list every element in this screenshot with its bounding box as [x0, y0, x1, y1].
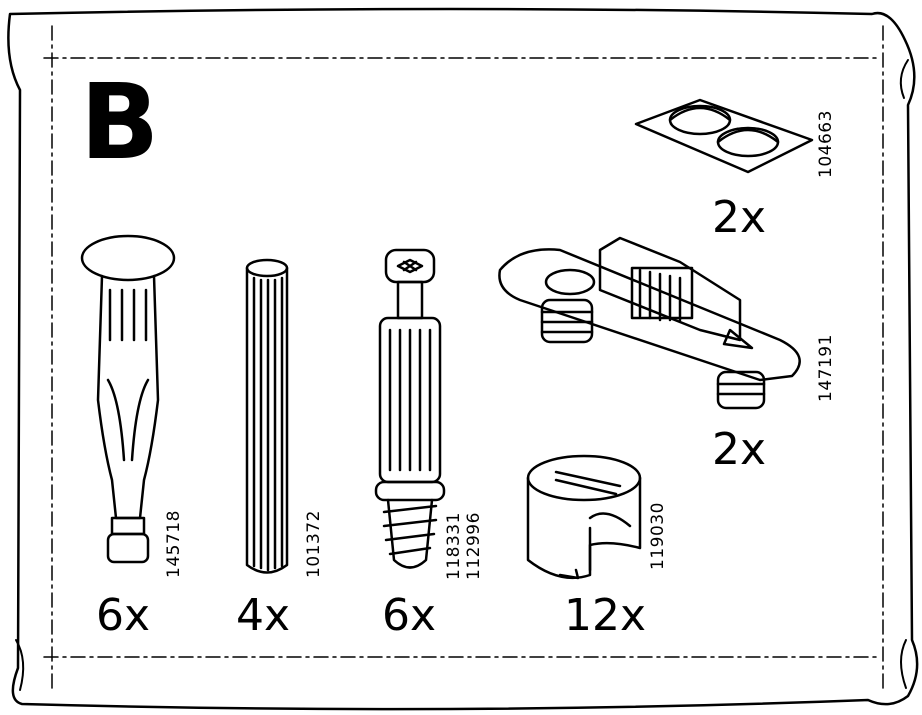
bag-label: B: [80, 61, 160, 183]
plastic-dowel-icon: [80, 234, 176, 564]
part-quantity: 6x: [382, 590, 437, 641]
part-quantity: 2x: [712, 424, 767, 475]
wooden-dowel-icon: [245, 258, 289, 574]
part-number: 145718: [164, 510, 184, 578]
part-number: 101372: [304, 510, 324, 578]
cam-bolt-icon: [374, 248, 446, 569]
part-number: 147191: [816, 334, 836, 402]
part-quantity: 2x: [712, 192, 767, 243]
part-number: 119030: [648, 502, 668, 570]
part-quantity: 12x: [564, 590, 647, 641]
part-quantity: 4x: [236, 590, 291, 641]
part-number: 118331: [444, 512, 464, 580]
connector-bracket-icon: [498, 236, 801, 410]
part-number: 104663: [816, 110, 836, 178]
cam-lock-nut-icon: [526, 454, 642, 580]
part-quantity: 6x: [96, 590, 151, 641]
bumper-pads-icon: [634, 98, 814, 174]
part-number: 112996: [464, 512, 484, 580]
bag-outline: [7, 7, 919, 711]
